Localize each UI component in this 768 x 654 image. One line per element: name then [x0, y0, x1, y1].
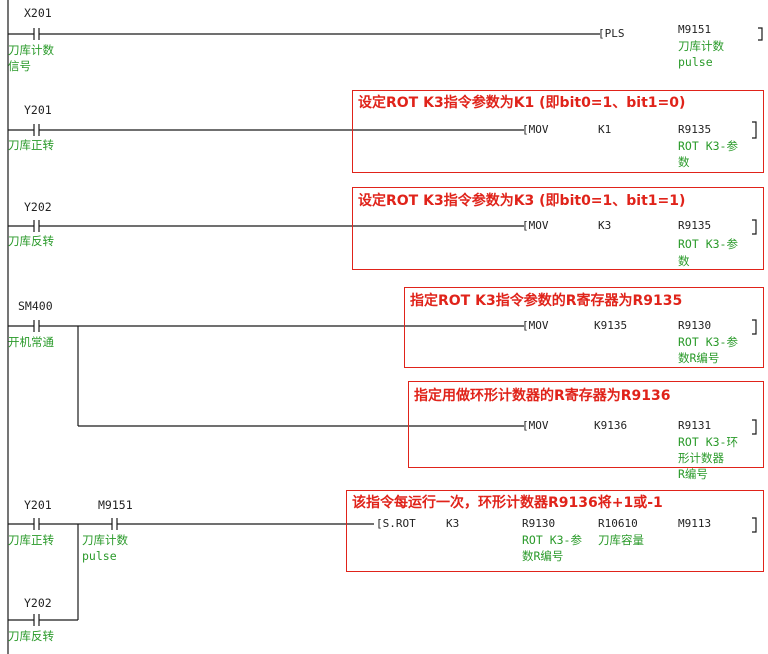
contact-device-m9151[interactable]: M9151: [98, 498, 133, 512]
contact-comment: 刀库反转: [8, 629, 54, 643]
annotation-text: 该指令每运行一次，环形计数器R9136将+1或-1: [352, 495, 663, 511]
instruction-op[interactable]: [S.ROT: [376, 517, 416, 530]
arg-comment: 形计数器: [678, 451, 724, 465]
instruction-arg[interactable]: R9130: [522, 517, 556, 530]
annotation-box: [352, 187, 764, 270]
contact-comment: 信号: [8, 59, 31, 73]
contact-comment: 刀库正转: [8, 533, 54, 547]
instruction-arg[interactable]: M9151: [678, 23, 712, 36]
arg-comment: ROT K3-环: [678, 435, 738, 449]
instruction-arg[interactable]: R9130: [678, 319, 712, 332]
instruction-arg[interactable]: R9135: [678, 123, 712, 136]
arg-comment: ROT K3-参: [522, 533, 582, 547]
arg-comment: ROT K3-参: [678, 139, 738, 153]
contact-comment: 刀库正转: [8, 138, 54, 152]
instruction-op[interactable]: [PLS: [598, 27, 625, 40]
contact-device-y201[interactable]: Y201: [24, 498, 52, 512]
contact-device-y201[interactable]: Y201: [24, 103, 52, 117]
contact-comment: pulse: [82, 549, 117, 563]
annotation-text: 指定ROT K3指令参数的R寄存器为R9135: [410, 293, 683, 309]
instruction-op[interactable]: [MOV: [522, 419, 549, 432]
instruction-arg[interactable]: K9136: [594, 419, 628, 432]
annotation-text: 设定ROT K3指令参数为K3 (即bit0=1、bit1=1): [358, 193, 686, 209]
instruction-arg[interactable]: K3: [446, 517, 460, 530]
annotation-text: 指定用做环形计数器的R寄存器为R9136: [414, 388, 671, 404]
annotation-text: 设定ROT K3指令参数为K1 (即bit0=1、bit1=0): [358, 95, 686, 111]
annotation-box: [346, 490, 764, 572]
contact-device-x201[interactable]: X201: [24, 6, 52, 20]
instruction-arg[interactable]: R10610: [598, 517, 638, 530]
annotation-box: [408, 381, 764, 468]
contact-comment: 刀库计数: [82, 533, 128, 547]
arg-comment: ROT K3-参: [678, 335, 738, 349]
arg-comment: 数: [678, 155, 690, 169]
contact-device-y202[interactable]: Y202: [24, 200, 52, 214]
instruction-arg[interactable]: R9131: [678, 419, 712, 432]
instruction-arg[interactable]: K3: [598, 219, 612, 232]
instruction-op[interactable]: [MOV: [522, 123, 549, 136]
contact-device-sm400[interactable]: SM400: [18, 299, 53, 313]
arg-comment: 刀库计数: [678, 39, 724, 53]
arg-comment: R编号: [678, 467, 708, 481]
instruction-arg[interactable]: K9135: [594, 319, 628, 332]
arg-comment: 数: [678, 254, 690, 268]
arg-comment: pulse: [678, 55, 713, 69]
instruction-op[interactable]: [MOV: [522, 219, 549, 232]
instruction-op[interactable]: [MOV: [522, 319, 549, 332]
contact-comment: 刀库计数: [8, 43, 54, 57]
contact-device-y202[interactable]: Y202: [24, 596, 52, 610]
annotation-box: [404, 287, 764, 368]
arg-comment: 数R编号: [678, 351, 720, 365]
instruction-arg[interactable]: M9113: [678, 517, 712, 530]
arg-comment: 刀库容量: [598, 533, 644, 547]
arg-comment: ROT K3-参: [678, 237, 738, 251]
instruction-arg[interactable]: R9135: [678, 219, 712, 232]
contact-comment: 开机常通: [8, 335, 54, 349]
contact-comment: 刀库反转: [8, 234, 54, 248]
arg-comment: 数R编号: [522, 549, 564, 563]
annotation-box: [352, 90, 764, 173]
instruction-arg[interactable]: K1: [598, 123, 612, 136]
